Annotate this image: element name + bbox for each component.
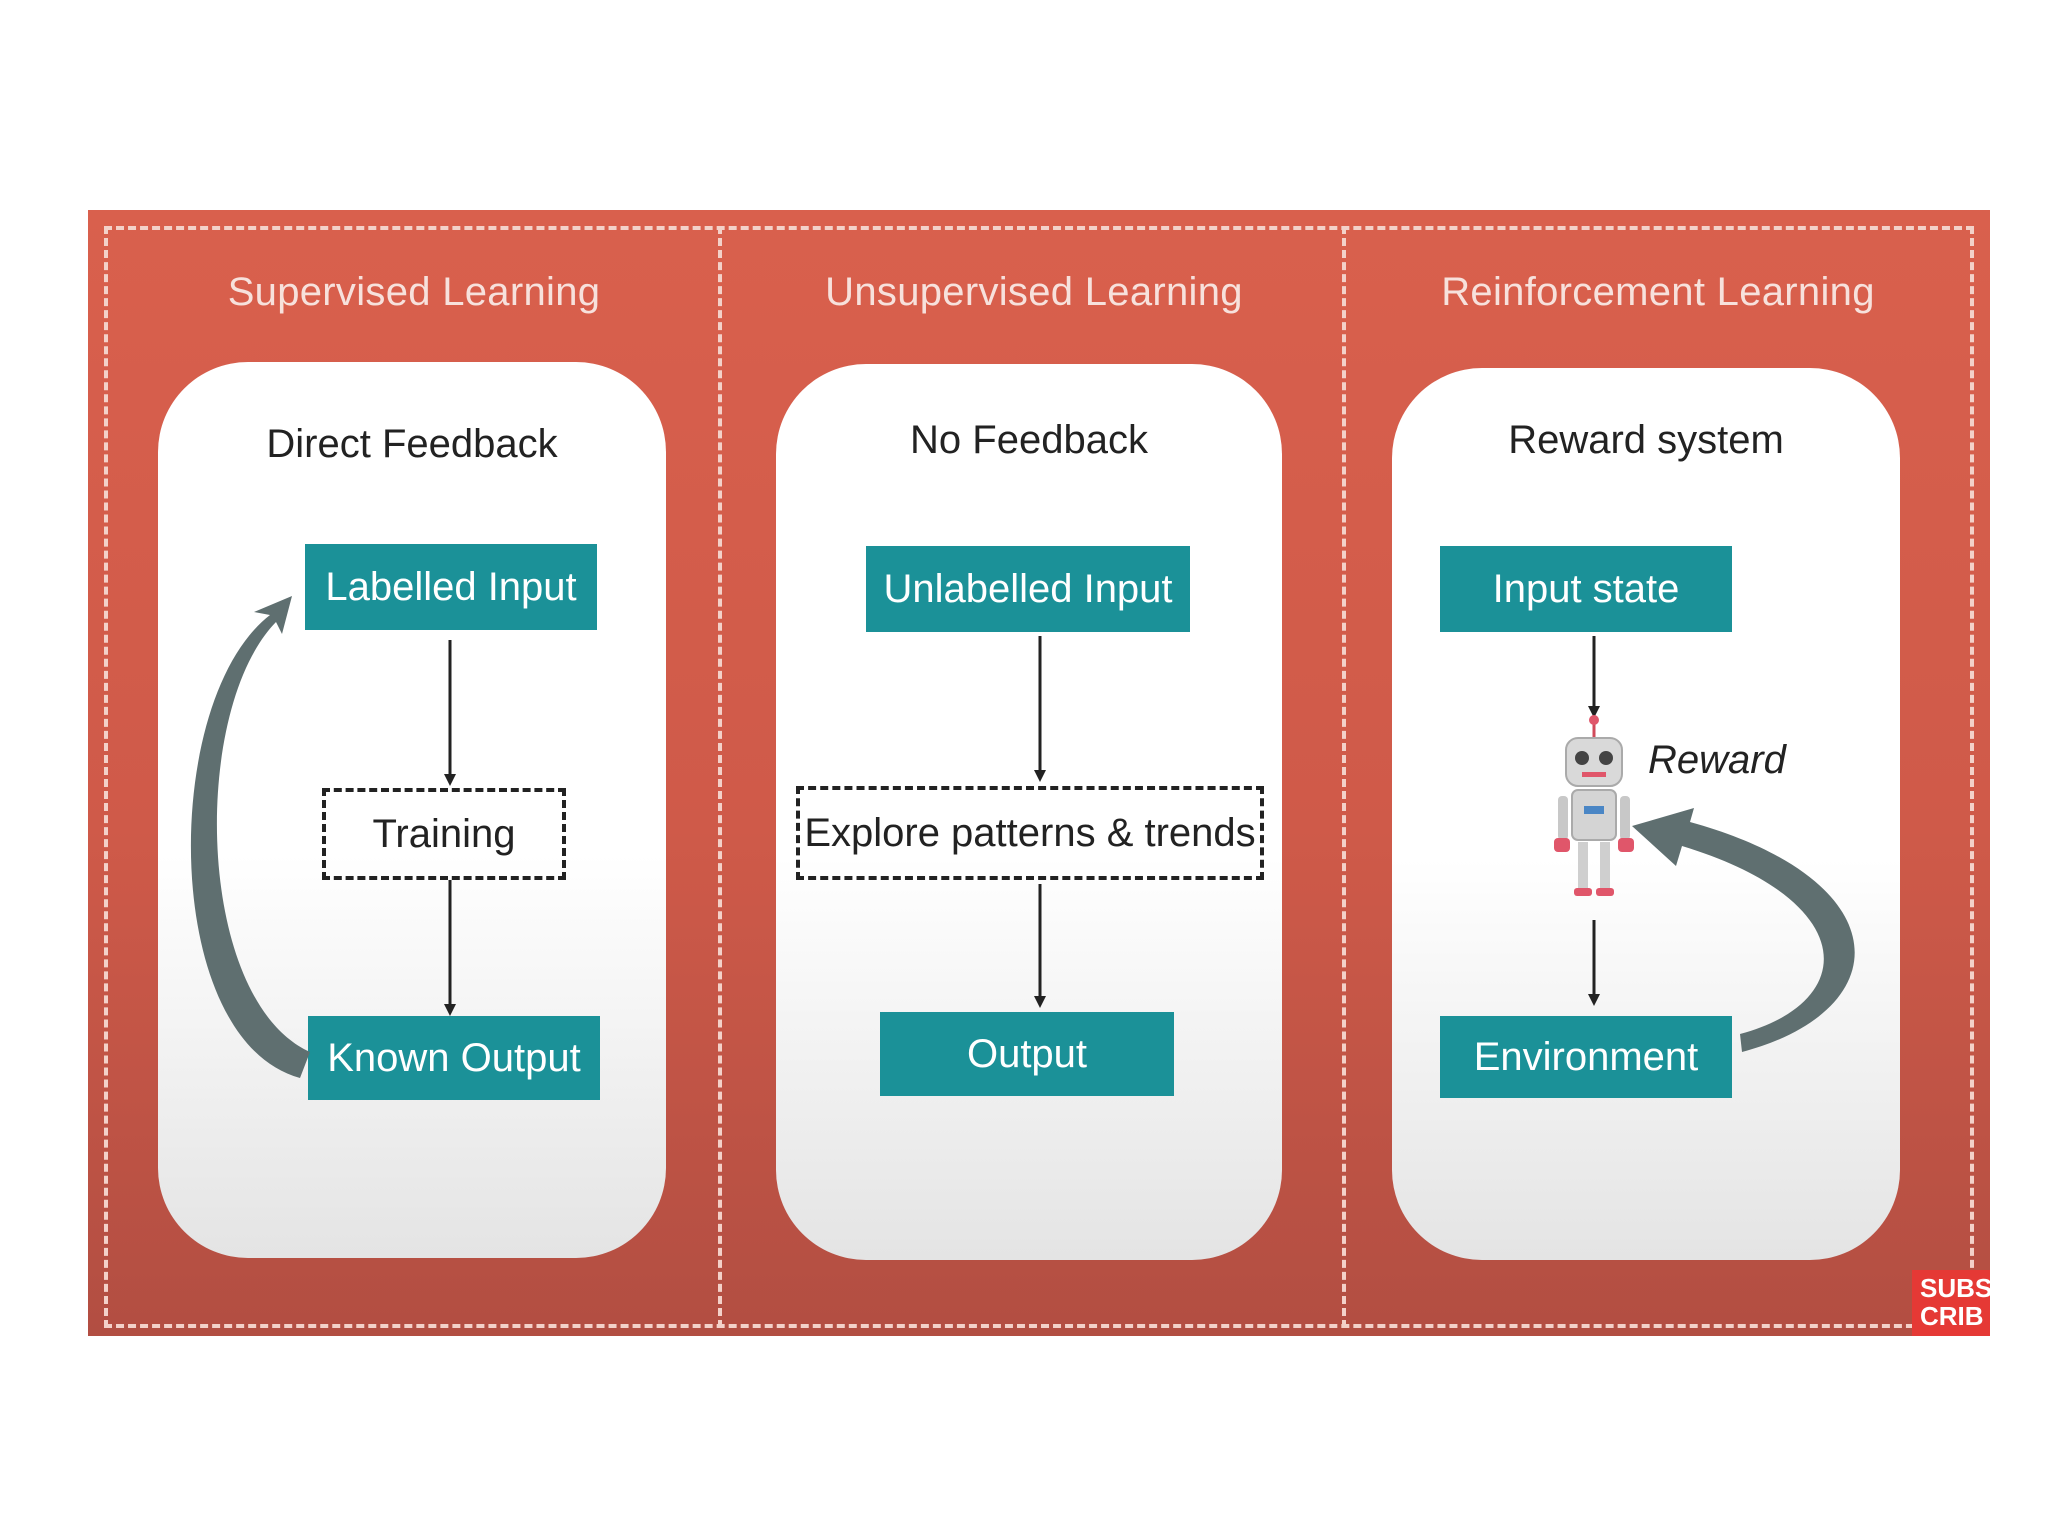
feedback-arrow-icon: [190, 596, 310, 1078]
badge-line: SUBS: [1920, 1273, 1990, 1303]
card-title: Direct Feedback: [266, 422, 558, 466]
training-box: Training: [322, 788, 566, 880]
panel-unsupervised: Unsupervised Learning No Feedback Unlabe…: [724, 210, 1344, 1336]
panel-divider: [718, 226, 722, 1328]
panel-title: Reinforcement Learning: [1441, 270, 1875, 314]
card-reinforcement: Reward system Input state Reward Environ…: [1392, 368, 1900, 1260]
reward-arrow-icon: [1632, 808, 1855, 1052]
robot-icon: [1554, 715, 1634, 896]
badge-line: CRIB: [1920, 1301, 1984, 1331]
panel-title: Unsupervised Learning: [825, 270, 1243, 314]
output-box: Output: [880, 1012, 1174, 1096]
card-title: No Feedback: [910, 418, 1148, 462]
panel-title: Supervised Learning: [227, 270, 601, 314]
panel-supervised: Supervised Learning Direct Feedback Labe…: [108, 210, 720, 1336]
panel-reinforcement: Reinforcement Learning Reward system Inp…: [1348, 210, 1968, 1336]
environment-box: Environment: [1440, 1016, 1732, 1098]
input-state-box: Input state: [1440, 546, 1732, 632]
labelled-input-box: Labelled Input: [305, 544, 597, 630]
diagram-background: Supervised Learning Direct Feedback Labe…: [88, 210, 1990, 1336]
explore-patterns-box: Explore patterns & trends: [796, 786, 1264, 880]
card-unsupervised: No Feedback Unlabelled Input Explore pat…: [776, 364, 1282, 1260]
card-title: Reward system: [1508, 418, 1784, 462]
card-supervised: Direct Feedback Labelled Input Training …: [158, 362, 666, 1258]
panel-divider: [1342, 226, 1346, 1328]
reward-label: Reward: [1648, 738, 1786, 782]
subscribe-badge[interactable]: SUBS CRIB: [1912, 1270, 1990, 1336]
known-output-box: Known Output: [308, 1016, 600, 1100]
outer-dashed-border: [104, 226, 1974, 1328]
unlabelled-input-box: Unlabelled Input: [866, 546, 1190, 632]
